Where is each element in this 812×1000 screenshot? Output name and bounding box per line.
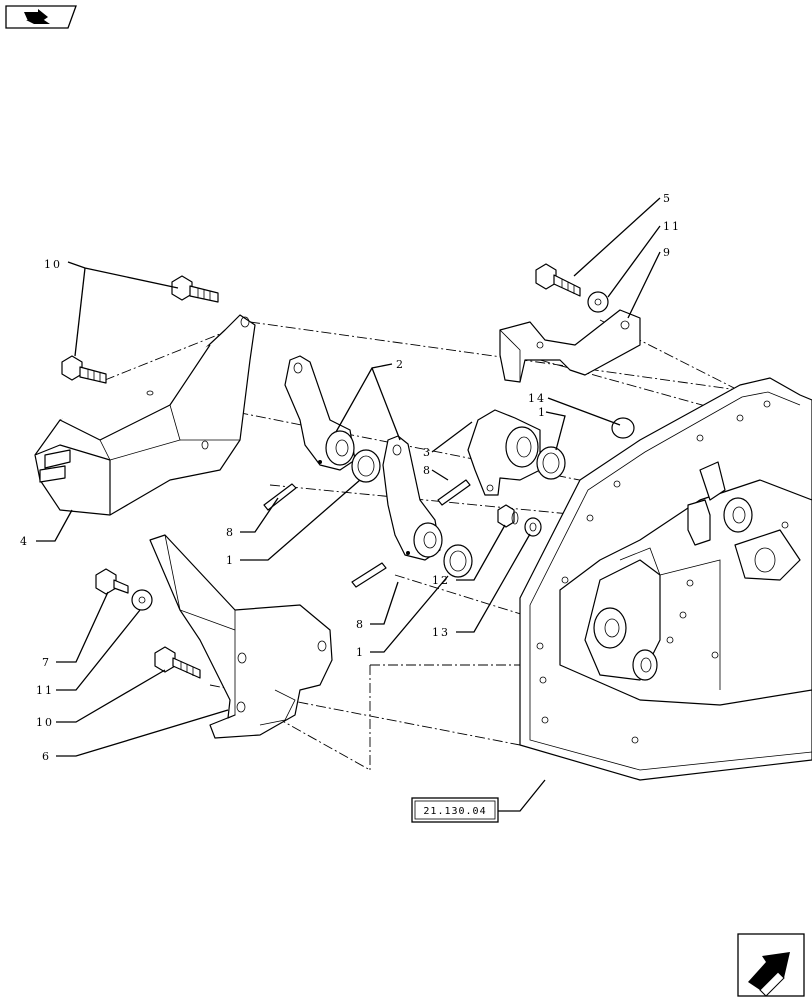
housing-cover xyxy=(519,377,812,781)
callout-7: 7 xyxy=(42,656,51,669)
callout-1-left: 1 xyxy=(226,554,235,567)
callout-14: 14 xyxy=(528,392,546,405)
callout-11-low: 11 xyxy=(36,684,54,697)
pin-8-b xyxy=(351,562,387,588)
reference-label: 21.130.04 xyxy=(423,806,486,817)
callout-9: 9 xyxy=(663,246,672,259)
bushing-1-b xyxy=(536,446,566,480)
washer-11-lower xyxy=(131,589,153,611)
callout-13: 13 xyxy=(432,626,450,639)
callout-11-top: 11 xyxy=(663,220,681,233)
bushing-1-c xyxy=(443,544,473,578)
lever-2-right xyxy=(382,435,443,561)
washer-13 xyxy=(524,517,542,537)
bolt-7 xyxy=(95,568,129,595)
lever-2-left xyxy=(284,355,356,471)
callout-5: 5 xyxy=(663,192,672,205)
washer-11-upper xyxy=(587,291,609,313)
callout-12: 12 xyxy=(432,574,450,587)
callout-1-low: 1 xyxy=(356,646,365,659)
bolt-5 xyxy=(535,263,581,297)
bracket-9 xyxy=(499,309,641,383)
leader-lines xyxy=(36,197,661,812)
callout-8-low: 8 xyxy=(356,618,365,631)
lever-3 xyxy=(467,409,541,496)
callout-8-mid: 8 xyxy=(423,464,432,477)
bushing-1-a xyxy=(351,449,381,483)
bolt-10-bracket xyxy=(154,646,201,679)
callout-2: 2 xyxy=(396,358,405,371)
callout-10-top: 10 xyxy=(44,258,62,271)
pin-8-a xyxy=(263,483,297,511)
bracket-4 xyxy=(34,314,256,516)
bolt-10-upper xyxy=(171,275,219,303)
reference-link[interactable]: 21.130.04 xyxy=(411,797,499,823)
callout-10-low: 10 xyxy=(36,716,54,729)
callout-8-left: 8 xyxy=(226,526,235,539)
plug-14 xyxy=(611,417,635,439)
bolt-10-lower xyxy=(61,355,107,384)
callout-6: 6 xyxy=(42,750,51,763)
bracket-6 xyxy=(149,534,333,739)
book-arrow-icon[interactable] xyxy=(5,5,77,29)
pin-8-c xyxy=(437,479,471,506)
callout-4: 4 xyxy=(20,535,29,548)
callout-1-right: 1 xyxy=(538,406,547,419)
nut-12 xyxy=(497,504,519,528)
callout-3: 3 xyxy=(423,446,432,459)
callout-labels: 10 5 11 9 2 14 1 3 8 4 8 1 12 13 8 1 7 1… xyxy=(20,192,681,763)
next-page-arrow-icon[interactable] xyxy=(737,933,805,997)
